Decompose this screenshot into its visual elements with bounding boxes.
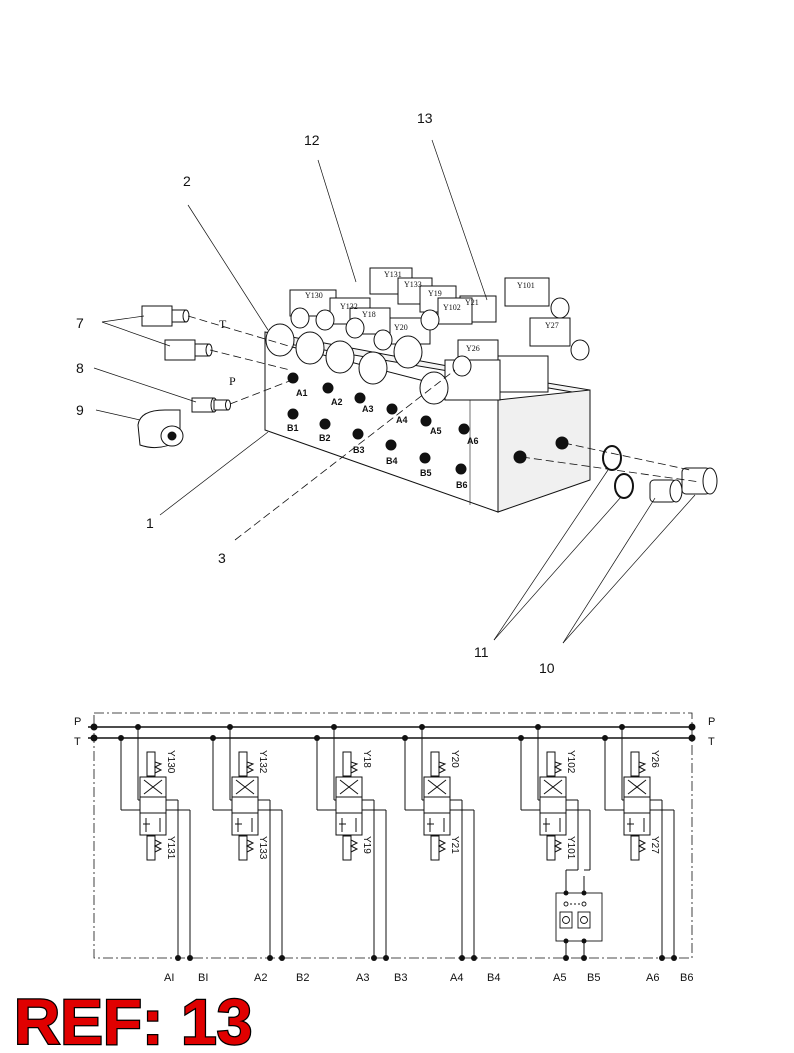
tag-y21: Y21 xyxy=(465,298,479,307)
schematic-port-bi: BI xyxy=(198,972,208,984)
schematic-port-a6: A6 xyxy=(646,972,659,984)
tag-y102: Y102 xyxy=(443,303,461,312)
port-labels: A1 A2 A3 A4 A5 A6 B1 B2 B3 B4 B5 B6 xyxy=(287,388,479,490)
schematic-port-a5: A5 xyxy=(553,972,566,984)
tag-y133: Y133 xyxy=(404,280,422,289)
port-label-b1: B1 xyxy=(287,423,299,433)
hydraulic-schematic: P T P T Y130Y131Y132Y133Y18Y19Y20Y21Y102… xyxy=(74,712,715,984)
left-fittings xyxy=(137,305,231,449)
valve-sections: Y130Y131Y132Y133Y18Y19Y20Y21Y102Y101Y26Y… xyxy=(118,724,677,961)
schematic-port-ai: AI xyxy=(164,972,174,984)
callout-9: 9 xyxy=(76,402,84,418)
port-label-a6: A6 xyxy=(467,436,479,446)
pilot-check-block xyxy=(555,892,603,942)
schematic-port-a3: A3 xyxy=(356,972,369,984)
schematic-p-right: P xyxy=(708,716,715,728)
right-plugs xyxy=(602,445,718,503)
port-t-label: T xyxy=(219,317,227,331)
schematic-port-b6: B6 xyxy=(680,972,693,984)
schematic-p-left: P xyxy=(74,716,81,728)
callout-12: 12 xyxy=(304,132,320,148)
schematic-tag-y27: Y27 xyxy=(649,836,660,854)
manifold-exploded-view: A1 A2 A3 A4 A5 A6 B1 B2 B3 B4 B5 B6 xyxy=(76,110,718,676)
schematic-t-right: T xyxy=(708,736,715,748)
valve-stack xyxy=(265,267,590,405)
port-label-a5: A5 xyxy=(430,426,442,436)
schematic-port-b5: B5 xyxy=(587,972,600,984)
tag-y26: Y26 xyxy=(466,344,480,353)
tag-y101: Y101 xyxy=(517,281,535,290)
callout-2: 2 xyxy=(183,173,191,189)
front-ports xyxy=(287,372,569,475)
callout-3: 3 xyxy=(218,550,226,566)
schematic-frame xyxy=(93,712,693,959)
callout-numbers: 2 12 13 7 8 9 1 3 11 10 T P xyxy=(76,110,555,676)
tag-y130: Y130 xyxy=(305,291,323,300)
bottom-port-labels: AI BI A2 B2 A3 B3 A4 B4 A5 B5 A6 B6 xyxy=(164,972,693,984)
callout-10: 10 xyxy=(539,660,555,676)
callout-1: 1 xyxy=(146,515,154,531)
schematic-port-a2: A2 xyxy=(254,972,267,984)
schematic-tag-y20: Y20 xyxy=(449,750,460,768)
schematic-tag-y21: Y21 xyxy=(449,836,460,854)
schematic-tag-y133: Y133 xyxy=(257,836,268,860)
callout-8: 8 xyxy=(76,360,84,376)
schematic-tag-y18: Y18 xyxy=(361,750,372,768)
tag-y20: Y20 xyxy=(394,323,408,332)
port-label-b5: B5 xyxy=(420,468,432,478)
schematic-tag-y132: Y132 xyxy=(257,750,268,774)
schematic-tag-y131: Y131 xyxy=(165,836,176,860)
port-label-b3: B3 xyxy=(353,445,365,455)
port-p-label: P xyxy=(229,374,236,388)
callout-11: 11 xyxy=(474,644,489,660)
schematic-tag-y26: Y26 xyxy=(649,750,660,768)
callout-13: 13 xyxy=(417,110,433,126)
callout-7: 7 xyxy=(76,315,84,331)
tag-y27: Y27 xyxy=(545,321,559,330)
port-label-b2: B2 xyxy=(319,433,331,443)
valve-tags: Y131 Y101 Y130 Y133 Y19 Y132 Y21 Y102 Y1… xyxy=(305,270,559,353)
tag-y131: Y131 xyxy=(384,270,402,279)
port-label-a3: A3 xyxy=(362,404,374,414)
tag-y18: Y18 xyxy=(362,310,376,319)
schematic-tag-y101: Y101 xyxy=(565,836,576,860)
port-label-a2: A2 xyxy=(331,397,343,407)
schematic-port-a4: A4 xyxy=(450,972,463,984)
tag-y132: Y132 xyxy=(340,302,358,311)
schematic-t-left: T xyxy=(74,736,81,748)
port-label-b6: B6 xyxy=(456,480,468,490)
port-label-a4: A4 xyxy=(396,415,408,425)
ref-label: REF: 13 xyxy=(14,986,252,1053)
leader-lines xyxy=(93,139,696,644)
tag-y19: Y19 xyxy=(428,289,442,298)
manifold-block-side xyxy=(497,389,591,513)
schematic-tag-y19: Y19 xyxy=(361,836,372,854)
port-label-a1: A1 xyxy=(296,388,308,398)
schematic-tag-y130: Y130 xyxy=(165,750,176,774)
schematic-port-b2: B2 xyxy=(296,972,309,984)
port-label-b4: B4 xyxy=(386,456,398,466)
assembly-lines xyxy=(187,315,701,541)
schematic-tag-y102: Y102 xyxy=(565,750,576,774)
schematic-port-b3: B3 xyxy=(394,972,407,984)
schematic-port-b4: B4 xyxy=(487,972,500,984)
